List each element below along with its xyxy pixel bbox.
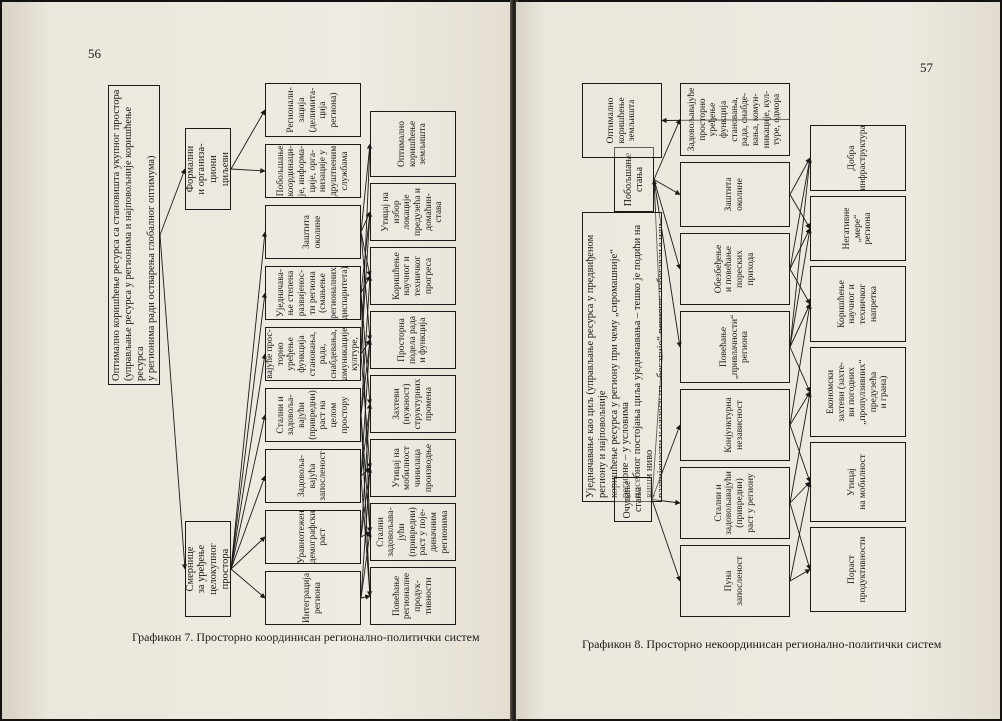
connector-R_M5-R_B6 <box>789 157 812 270</box>
middle-box-6: Заштита околине <box>680 162 790 227</box>
connector-R_D2-R_M6 <box>653 179 681 195</box>
connector-L_GOAL-L_D1 <box>159 234 188 570</box>
connector-L_M7-L_B5 <box>360 231 373 341</box>
connector-lines <box>649 117 813 582</box>
connector-R_M5-R_B5 <box>789 227 811 270</box>
connector-R_M4-R_B6 <box>789 157 813 348</box>
figure-caption-right: Графикон 8. Просторно некоординисан реги… <box>582 637 942 651</box>
bottom-box-2: Утицај на мобилност <box>810 442 906 522</box>
connector-R_D2-R_M5 <box>653 179 682 270</box>
page-number-right: 57 <box>920 60 933 75</box>
connector-lines <box>159 109 373 600</box>
connector-R_M6-R_B6 <box>789 157 811 195</box>
connector-R_M7-R_B7 <box>661 117 791 124</box>
connector-L_M3-L_B4 <box>360 403 373 477</box>
connector-R_M5-R_B4 <box>789 268 811 305</box>
bottom-box-6: Коришћење научног и техничког прогреса <box>370 247 456 305</box>
bottom-box-5: Просторна подела рада и функција <box>370 311 456 369</box>
connector-L_D1-L_M6 <box>230 292 268 570</box>
connector-R_GOAL-R_D2 <box>651 178 663 358</box>
connector-L_D2-L_M8 <box>230 168 266 174</box>
middle-box-1: Интеграција региона <box>265 571 361 625</box>
direction-box-whole-space: Смернице за уређење целокупног простора <box>185 521 231 617</box>
middle-box-3: Конјунктурна независност <box>680 389 790 461</box>
connector-L_GOAL-L_D2 <box>159 168 186 236</box>
uncoordinated-system-diagram: Уједначавање као циљ (управљање ресурса … <box>560 78 920 622</box>
connector-L_D2-L_M9 <box>230 109 266 170</box>
connector-R_M1-R_B2 <box>789 481 812 582</box>
middle-box-5: Обезбеђење и повећање пореских прихода <box>680 233 790 305</box>
middle-box-6: Уједначава- ње степена развијенос- ти ре… <box>265 266 361 320</box>
connector-L_M4-L_B5 <box>360 339 373 416</box>
connector-L_D1-L_M7 <box>230 231 268 570</box>
direction-box-formal-goals: Формални и организа- циони циљеви <box>185 128 231 210</box>
connector-R_GOAL-R_D1 <box>649 356 663 501</box>
goal-box: Уједначавање као циљ (управљање ресурса … <box>582 212 662 502</box>
connector-R_M3-R_B3 <box>789 391 811 426</box>
bottom-box-6: Добра инфраструктура <box>810 125 906 191</box>
bottom-box-7: Утицај на избор локације предузећа и дом… <box>370 183 456 241</box>
connector-R_D2-R_M7 <box>653 118 681 180</box>
middle-box-4: Повећање „привлачности“ региона <box>680 311 790 383</box>
figure-caption-left: Графикон 7. Просторно координисан регион… <box>132 630 480 644</box>
bottom-box-2: Стални задовољава- јући (привредни) раст… <box>370 503 456 561</box>
connector-L_M4-L_B1 <box>360 414 373 597</box>
connector-R_M3-R_B2 <box>789 424 811 483</box>
middle-box-9: Регионали- зација (делимита- ција регион… <box>265 83 361 137</box>
middle-box-7: Задовољавајуће просторно уређење функциј… <box>680 83 790 156</box>
right-book-page <box>516 2 1000 719</box>
middle-box-7: Заштита околине <box>265 205 361 259</box>
bottom-box-4: Коришћење научног и техничког напретка <box>810 266 906 342</box>
connector-L_D1-L_M5 <box>230 353 267 570</box>
connector-R_D2-R_M4 <box>653 179 682 348</box>
bottom-box-8: Оптимално коришћење земљишта <box>370 111 456 177</box>
goal-box: Оптимално коришћење ресурса са становишт… <box>108 85 160 385</box>
middle-box-8: Побољшање координаци- је, информа- ције,… <box>265 144 361 198</box>
connector-R_M2-R_B3 <box>789 391 812 504</box>
connector-R_D1-R_M2 <box>651 499 681 506</box>
bottom-box-4: Захтеви (нужност) структурних промена <box>370 375 456 433</box>
bottom-box-3: Утицај на мобилност чинилаца производње <box>370 439 456 497</box>
direction-box-preserve: Очување стања <box>614 477 652 522</box>
connector-L_M6-L_B4 <box>360 292 373 405</box>
connector-L_D1-L_M3 <box>230 475 266 570</box>
bottom-box-7: Оптимално коришћење земљишта <box>582 83 662 158</box>
bottom-box-5: Негативне „мере“ региона <box>810 196 906 261</box>
connector-L_D1-L_M2 <box>230 536 266 570</box>
connector-R_M1-R_B1 <box>789 569 811 582</box>
connector-R_M2-R_B2 <box>789 481 811 504</box>
connector-L_M1-L_B1 <box>360 594 371 600</box>
connector-L_M4-L_B2 <box>360 414 373 533</box>
connector-R_M4-R_B4 <box>789 303 811 348</box>
connector-R_M4-R_B3 <box>789 346 811 393</box>
connector-R_D1-R_M3 <box>651 424 681 500</box>
middle-box-2: Стални и задовољавајући (привредни) раст… <box>680 467 790 539</box>
coordinated-system-diagram: Оптимално коришћење ресурса са становишт… <box>90 75 460 625</box>
connector-R_M3-R_B4 <box>789 303 812 426</box>
bottom-box-1: Повећање регионалне продук- тивности <box>370 567 456 625</box>
connector-L_D1-L_M1 <box>230 568 266 599</box>
middle-box-4: Стални и задовоља- вајући (привредни) ра… <box>265 388 361 442</box>
middle-box-5: Задовоља- вајуће прос- торно уређење фун… <box>265 327 361 381</box>
page-number-left: 56 <box>88 46 101 61</box>
connector-L_M1-L_B2 <box>360 531 373 599</box>
connector-R_M4-R_B5 <box>789 227 812 348</box>
connector-L_M7-L_B6 <box>360 231 372 277</box>
bottom-box-3: Економски захтеви (захте- ви погодних „п… <box>810 347 906 437</box>
connector-L_M6-L_B2 <box>360 292 373 533</box>
book-gutter <box>510 0 518 721</box>
connector-R_M2-R_B1 <box>789 502 812 571</box>
connector-R_D1-R_M1 <box>651 499 682 582</box>
connector-L_M7-L_B7 <box>360 211 371 233</box>
connector-L_D1-L_M4 <box>230 414 267 570</box>
middle-box-2: Уравнотежен демографски раст <box>265 510 361 564</box>
bottom-box-1: Пораст продуктивности <box>810 527 906 612</box>
middle-box-1: Пуна запосленост <box>680 545 790 617</box>
middle-box-3: Задовоља- вајућа запосленост <box>265 449 361 503</box>
connector-R_M6-R_B5 <box>789 194 811 230</box>
connector-L_M3-L_B1 <box>360 475 373 597</box>
connector-L_M7-L_B8 <box>360 143 373 233</box>
